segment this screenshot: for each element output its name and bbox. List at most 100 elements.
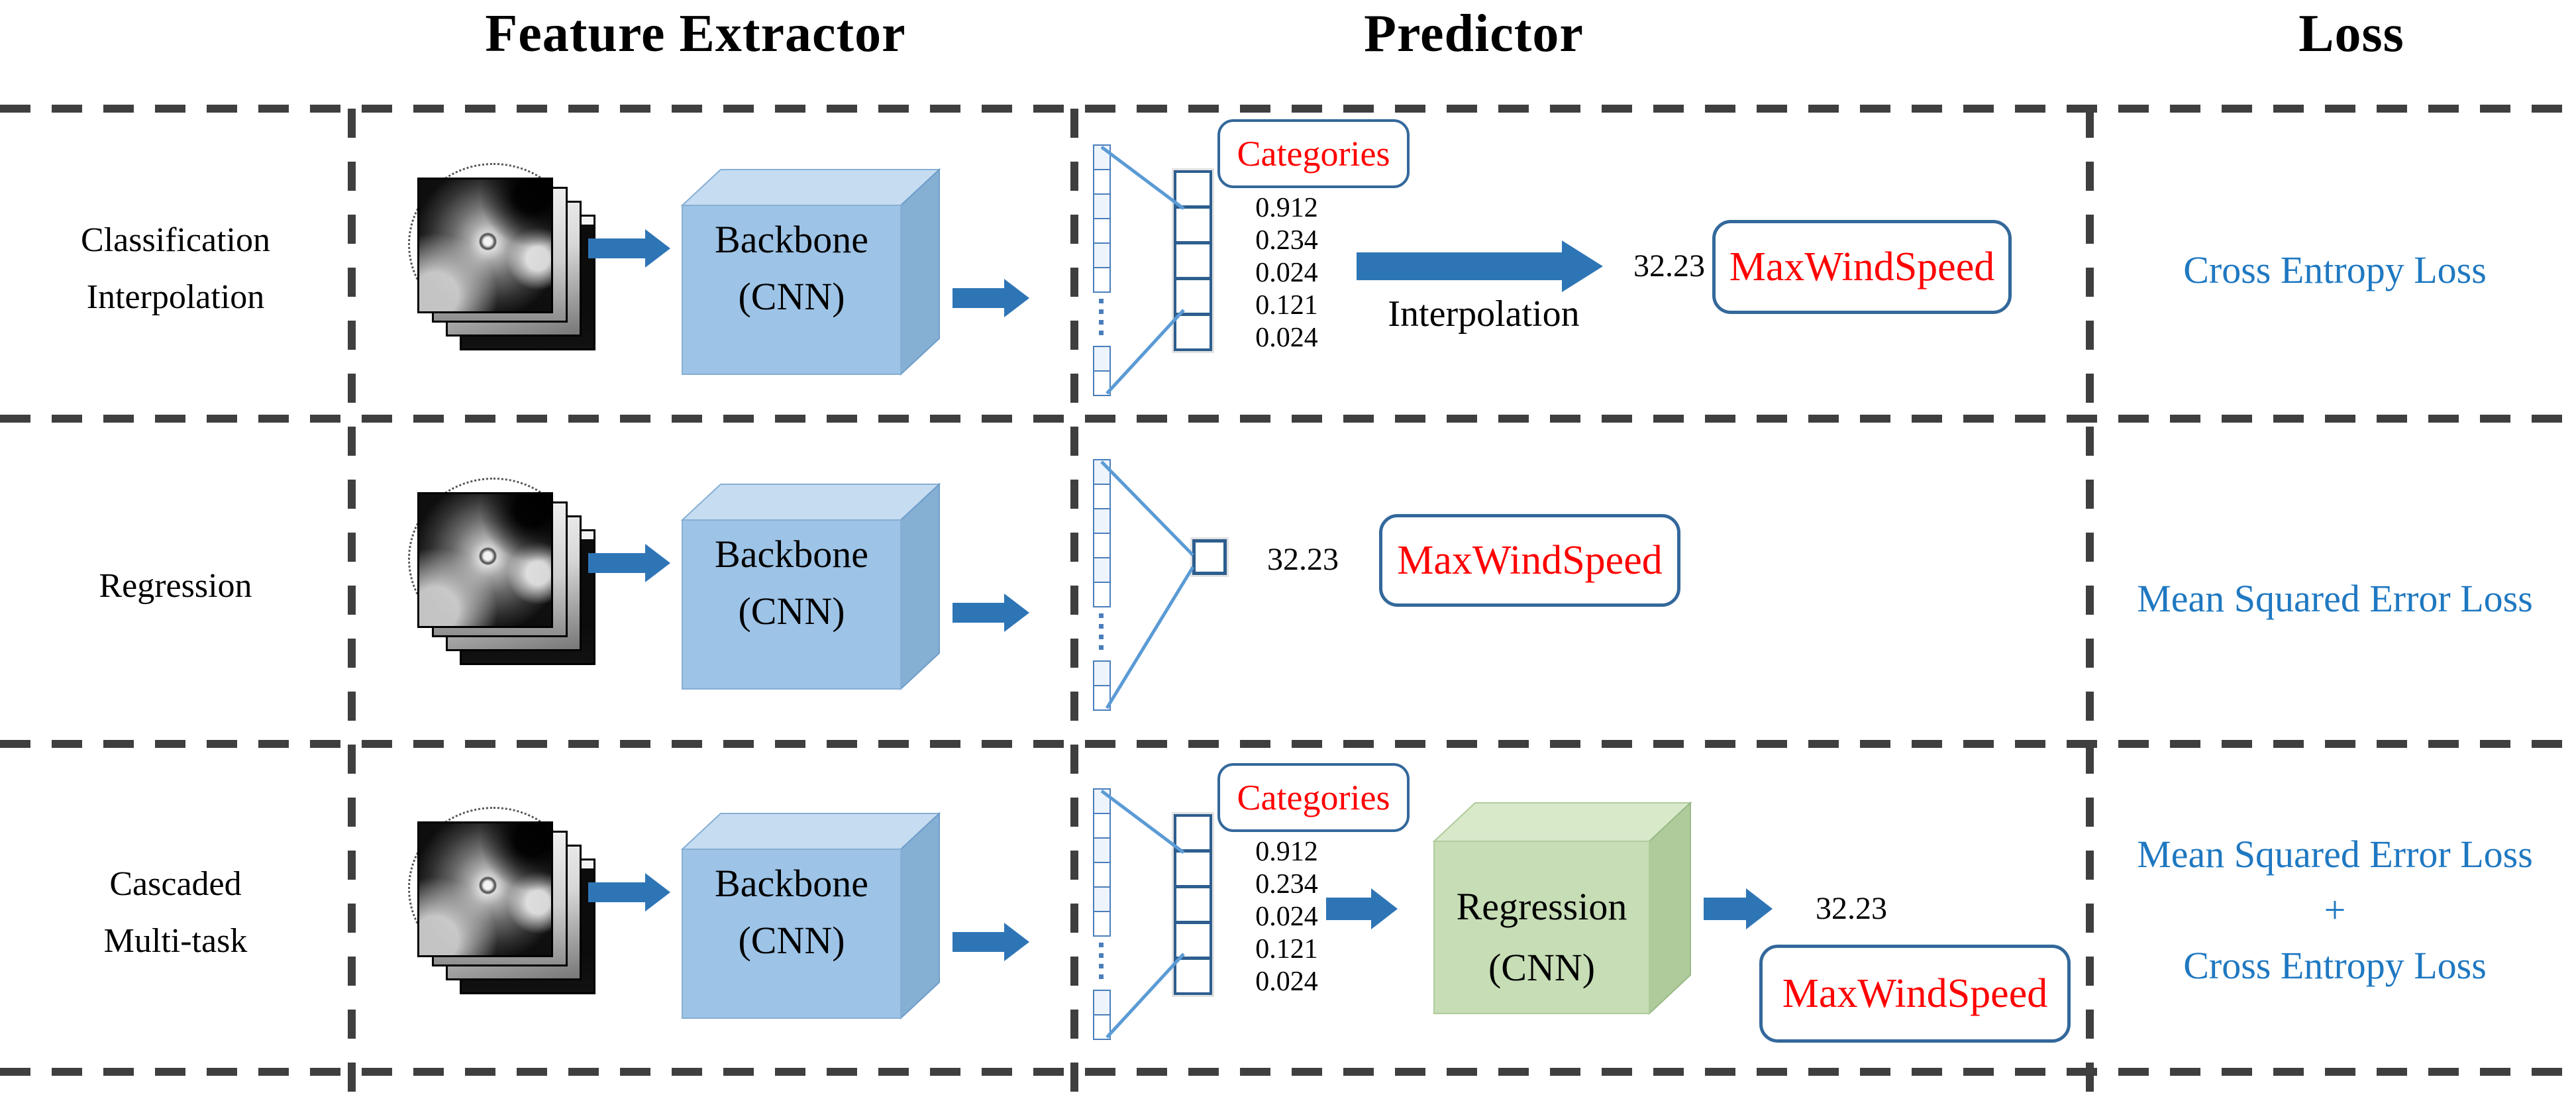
probability-value: 0.121 xyxy=(1255,290,1318,321)
category-vector xyxy=(1174,814,1212,995)
grid-hline-row2-row3 xyxy=(0,740,2576,748)
grid-hline-bottom xyxy=(0,1068,2576,1076)
vector-ellipsis xyxy=(1099,299,1104,340)
predicted-wind-speed: 32.23 xyxy=(1267,542,1339,577)
feature-vector-tail xyxy=(1093,660,1111,711)
fan-line xyxy=(1106,309,1185,395)
regression-cube-label-line: (CNN) xyxy=(1488,946,1596,989)
fan-line xyxy=(1105,566,1195,709)
probability-value: 0.024 xyxy=(1255,966,1318,997)
categories-box: Categories xyxy=(1217,763,1410,832)
probability-value: 0.121 xyxy=(1255,934,1318,964)
interpolation-label: Interpolation xyxy=(1388,293,1580,335)
max-wind-speed-box: MaxWindSpeed xyxy=(1759,945,2071,1043)
row-label-line: Regression xyxy=(99,567,252,605)
flow-arrow xyxy=(953,279,1029,317)
probability-value: 0.234 xyxy=(1255,225,1318,256)
hurricane-image xyxy=(417,492,553,628)
hurricane-image-stack xyxy=(408,807,609,1018)
row-label-classification-interpolation: Classification Interpolation xyxy=(20,212,331,326)
feature-vector-tail xyxy=(1093,990,1111,1040)
flow-arrow xyxy=(588,229,670,268)
row-label-line: Interpolation xyxy=(86,278,265,316)
category-vector xyxy=(1174,170,1212,351)
flow-arrow xyxy=(1704,888,1773,929)
regression-cube xyxy=(1432,801,1692,1015)
feature-vector xyxy=(1093,144,1111,293)
backbone-label-line: (CNN) xyxy=(738,919,845,962)
grid-vline-extractor-predictor xyxy=(1070,109,1078,1093)
probability-list: 0.912 0.234 0.024 0.121 0.024 xyxy=(1215,192,1358,354)
backbone-label: Backbone (CNN) xyxy=(682,853,901,972)
hurricane-image xyxy=(417,821,553,957)
flow-arrow xyxy=(953,594,1029,632)
row-label-cascaded-multitask: Cascaded Multi-task xyxy=(20,856,331,970)
backbone-label: Backbone (CNN) xyxy=(682,523,901,643)
feature-vector xyxy=(1093,788,1111,937)
regression-output-node xyxy=(1192,539,1227,575)
backbone-label-line: (CNN) xyxy=(738,275,845,318)
grid-vline-labels xyxy=(348,109,356,1093)
probability-value: 0.024 xyxy=(1255,323,1318,353)
backbone-label-line: Backbone xyxy=(715,533,868,576)
header-predictor: Predictor xyxy=(1364,5,1584,63)
categories-label: Categories xyxy=(1237,778,1390,817)
probability-value: 0.234 xyxy=(1255,869,1318,900)
backbone-label-line: Backbone xyxy=(715,862,868,905)
loss-line: Cross Entropy Loss xyxy=(2183,944,2487,987)
row-label-line: Classification xyxy=(81,221,270,259)
header-loss: Loss xyxy=(2298,5,2404,63)
hurricane-image-stack xyxy=(408,478,609,689)
loss-row1: Cross Entropy Loss xyxy=(2096,242,2573,298)
max-wind-speed-box: MaxWindSpeed xyxy=(1379,514,1680,607)
grid-vline-predictor-loss xyxy=(2086,109,2094,1093)
predicted-wind-speed: 32.23 xyxy=(1816,891,1887,926)
regression-cube-label-line: Regression xyxy=(1456,885,1627,928)
probability-list: 0.912 0.234 0.024 0.121 0.024 xyxy=(1215,836,1358,998)
flow-arrow xyxy=(1326,888,1398,929)
row-label-line: Multi-task xyxy=(103,922,248,960)
feature-vector-tail xyxy=(1093,346,1111,396)
hurricane-image xyxy=(417,178,553,313)
loss-line: Cross Entropy Loss xyxy=(2183,248,2487,291)
loss-line: Mean Squared Error Loss xyxy=(2137,577,2533,620)
fan-line xyxy=(1100,460,1194,556)
backbone-label: Backbone (CNN) xyxy=(682,209,901,328)
probability-value: 0.912 xyxy=(1255,837,1318,867)
vector-ellipsis xyxy=(1099,943,1104,984)
loss-line: Mean Squared Error Loss xyxy=(2137,833,2533,876)
max-wind-speed-label: MaxWindSpeed xyxy=(1782,970,2048,1016)
categories-label: Categories xyxy=(1237,134,1390,174)
fan-line xyxy=(1100,790,1185,854)
grid-hline-header xyxy=(0,105,2576,113)
probability-value: 0.024 xyxy=(1255,258,1318,288)
row-label-line: Cascaded xyxy=(109,865,242,903)
hurricane-image-stack xyxy=(408,163,609,374)
backbone-label-line: (CNN) xyxy=(738,590,845,633)
fan-line xyxy=(1100,146,1185,210)
backbone-cube xyxy=(680,482,941,691)
fan-line xyxy=(1106,953,1185,1039)
loss-row2: Mean Squared Error Loss xyxy=(2096,571,2573,627)
regression-cube-label: Regression (CNN) xyxy=(1434,861,1649,1014)
probability-value: 0.912 xyxy=(1255,193,1318,223)
backbone-cube xyxy=(680,811,941,1020)
backbone-cube xyxy=(680,168,941,376)
row-label-regression: Regression xyxy=(20,558,331,615)
loss-row3: Mean Squared Error Loss + Cross Entropy … xyxy=(2096,827,2573,994)
backbone-label-line: Backbone xyxy=(715,218,868,261)
feature-vector xyxy=(1093,459,1111,607)
probability-value: 0.024 xyxy=(1255,902,1318,932)
grid-hline-row1-row2 xyxy=(0,415,2576,423)
header-feature-extractor: Feature Extractor xyxy=(485,5,906,63)
flow-arrow xyxy=(953,923,1029,961)
predicted-wind-speed: 32.23 xyxy=(1633,248,1705,284)
flow-arrow xyxy=(588,544,670,582)
loss-plus: + xyxy=(2324,888,2346,931)
vector-ellipsis xyxy=(1099,613,1104,654)
max-wind-speed-label: MaxWindSpeed xyxy=(1729,244,1995,289)
flow-arrow xyxy=(588,873,670,911)
interpolation-arrow xyxy=(1357,240,1603,292)
